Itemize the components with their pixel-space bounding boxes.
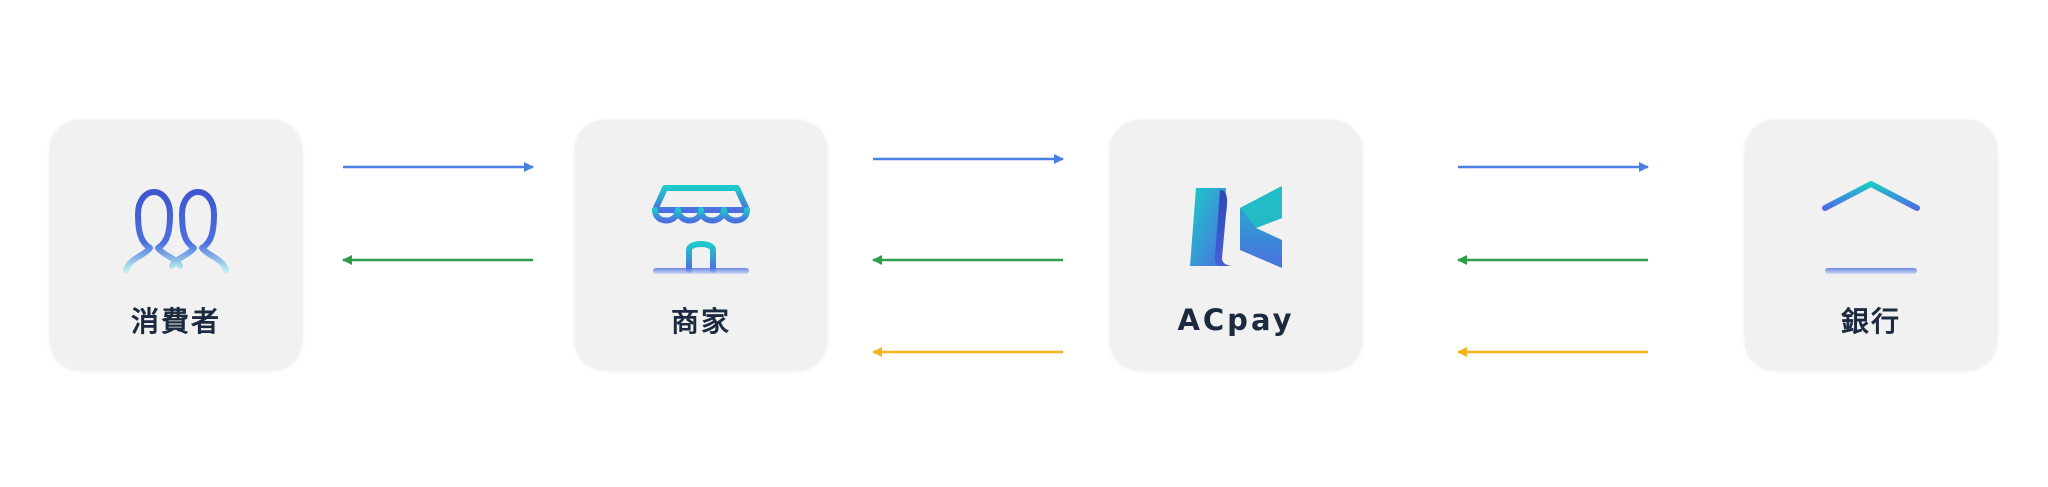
node-label: 商家 xyxy=(670,305,731,338)
node-label: 消費者 xyxy=(130,305,221,338)
node-acpay: ACpay xyxy=(1110,120,1362,370)
node-merchant: 商家 xyxy=(575,120,827,370)
node-consumer: 消費者 xyxy=(50,120,302,370)
node-label: 銀行 xyxy=(1840,305,1901,338)
storefront-icon xyxy=(652,185,750,274)
bank-icon xyxy=(1816,181,1926,274)
acpay-logo xyxy=(1190,186,1282,268)
node-label: ACpay xyxy=(1177,303,1295,337)
node-bank: 銀行 xyxy=(1745,120,1997,370)
users-icon xyxy=(123,189,229,273)
